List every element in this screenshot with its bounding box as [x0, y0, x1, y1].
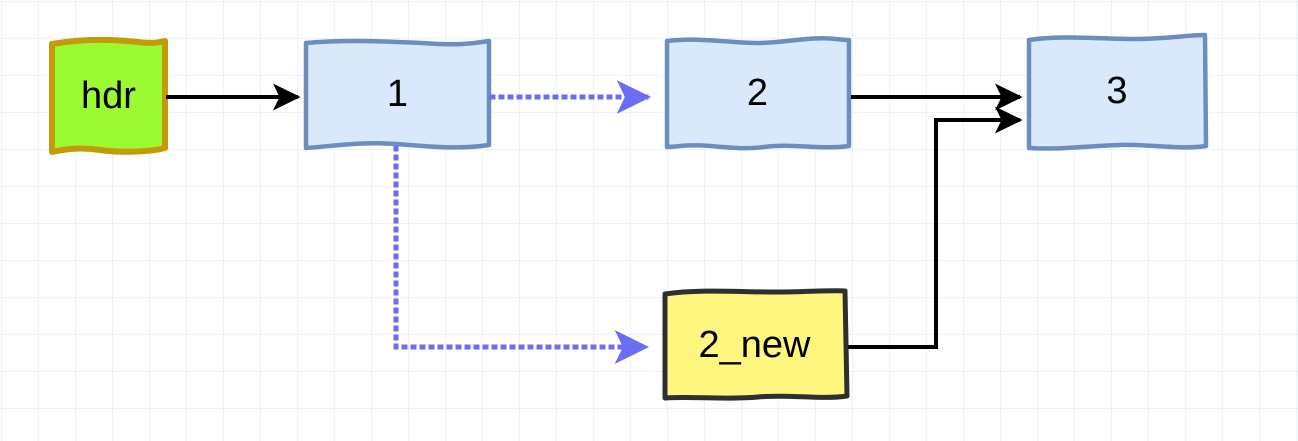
- node-stage1[interactable]: [303, 38, 492, 151]
- node-stage1-shape: [303, 38, 492, 151]
- edge-1-to-2new-path: [393, 145, 650, 364]
- edge-1-to-2new[interactable]: [393, 145, 650, 364]
- edge-2new-to-3-path: [848, 106, 1023, 349]
- node-stage2new-shape: [662, 288, 850, 401]
- node-stage3[interactable]: [1026, 32, 1209, 151]
- node-hdr-shape: [49, 36, 168, 155]
- node-stage2[interactable]: [664, 36, 852, 151]
- edge-2new-to-3[interactable]: [848, 106, 1023, 349]
- node-stage3-shape: [1026, 32, 1209, 151]
- node-hdr[interactable]: [49, 36, 168, 155]
- node-stage2-shape: [664, 36, 852, 151]
- node-stage2new[interactable]: [662, 288, 850, 401]
